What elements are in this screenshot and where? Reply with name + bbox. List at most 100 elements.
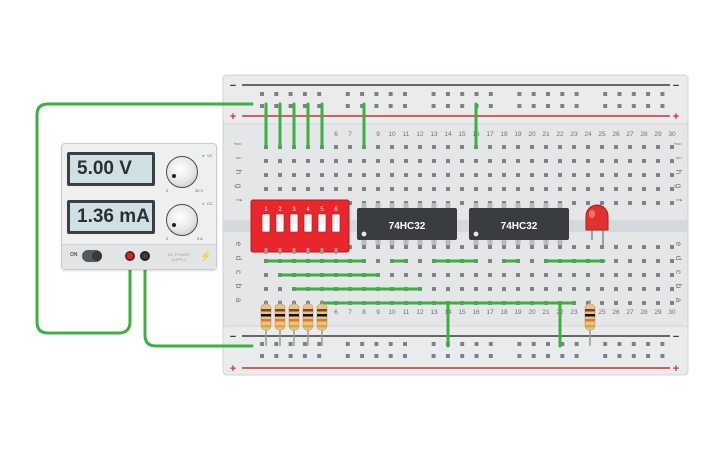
hole[interactable] bbox=[544, 187, 548, 191]
hole[interactable] bbox=[642, 259, 646, 263]
hole[interactable] bbox=[445, 104, 450, 108]
hole[interactable] bbox=[544, 245, 548, 249]
hole[interactable] bbox=[546, 92, 550, 96]
hole[interactable] bbox=[628, 301, 632, 305]
hole[interactable] bbox=[446, 287, 450, 291]
hole[interactable] bbox=[670, 259, 674, 263]
hole[interactable] bbox=[474, 159, 478, 163]
wires[interactable] bbox=[35, 102, 606, 348]
power-switch[interactable] bbox=[82, 250, 102, 262]
hole[interactable] bbox=[334, 145, 338, 149]
hole[interactable] bbox=[302, 354, 307, 358]
hole[interactable] bbox=[502, 173, 506, 177]
hole[interactable] bbox=[360, 354, 365, 358]
hole[interactable] bbox=[432, 187, 436, 191]
hole[interactable] bbox=[530, 187, 534, 191]
hole[interactable] bbox=[488, 145, 492, 149]
hole[interactable] bbox=[260, 104, 264, 108]
hole[interactable] bbox=[302, 104, 307, 108]
hole[interactable] bbox=[302, 342, 307, 346]
chip-74hc32[interactable]: 74HC32 bbox=[357, 203, 457, 245]
hole[interactable] bbox=[278, 159, 282, 163]
hole[interactable] bbox=[516, 145, 520, 149]
hole[interactable] bbox=[488, 104, 493, 108]
hole[interactable] bbox=[656, 145, 660, 149]
hole[interactable] bbox=[628, 287, 632, 291]
hole[interactable] bbox=[670, 201, 674, 205]
hole[interactable] bbox=[362, 187, 366, 191]
hole[interactable] bbox=[631, 354, 636, 358]
hole[interactable] bbox=[502, 159, 506, 163]
resistors[interactable] bbox=[260, 300, 596, 346]
wire-psu-positive[interactable] bbox=[35, 102, 254, 335]
hole[interactable] bbox=[274, 92, 279, 96]
hole[interactable] bbox=[600, 187, 604, 191]
hole[interactable] bbox=[516, 245, 520, 249]
hole[interactable] bbox=[531, 92, 536, 96]
hole[interactable] bbox=[646, 92, 651, 96]
hole[interactable] bbox=[390, 273, 394, 277]
hole[interactable] bbox=[642, 273, 646, 277]
hole[interactable] bbox=[614, 273, 618, 277]
hole[interactable] bbox=[446, 245, 450, 249]
hole[interactable] bbox=[603, 104, 608, 108]
hole[interactable] bbox=[600, 273, 604, 277]
hole[interactable] bbox=[586, 187, 590, 191]
hole[interactable] bbox=[334, 173, 338, 177]
hole[interactable] bbox=[600, 301, 604, 305]
hole[interactable] bbox=[530, 173, 534, 177]
dip-switch-lever[interactable] bbox=[291, 224, 297, 231]
hole[interactable] bbox=[502, 287, 506, 291]
hole[interactable] bbox=[403, 354, 407, 358]
hole[interactable] bbox=[306, 173, 310, 177]
hole[interactable] bbox=[320, 159, 324, 163]
hole[interactable] bbox=[614, 259, 618, 263]
hole[interactable] bbox=[572, 245, 576, 249]
hole[interactable] bbox=[488, 342, 493, 346]
hole[interactable] bbox=[646, 354, 651, 358]
voltage-knob[interactable] bbox=[166, 156, 198, 188]
hole[interactable] bbox=[516, 187, 520, 191]
hole[interactable] bbox=[474, 273, 478, 277]
hole[interactable] bbox=[614, 245, 618, 249]
hole[interactable] bbox=[292, 159, 296, 163]
hole[interactable] bbox=[574, 104, 579, 108]
dip-switch-lever[interactable] bbox=[333, 224, 339, 231]
hole[interactable] bbox=[603, 92, 608, 96]
hole[interactable] bbox=[388, 342, 393, 346]
hole[interactable] bbox=[670, 187, 674, 191]
hole[interactable] bbox=[670, 145, 674, 149]
hole[interactable] bbox=[670, 287, 674, 291]
hole[interactable] bbox=[446, 273, 450, 277]
hole[interactable] bbox=[460, 145, 464, 149]
hole[interactable] bbox=[656, 159, 660, 163]
hole[interactable] bbox=[432, 273, 436, 277]
hole[interactable] bbox=[431, 342, 436, 346]
resistor[interactable] bbox=[260, 300, 272, 346]
hole[interactable] bbox=[362, 173, 366, 177]
hole[interactable] bbox=[600, 201, 604, 205]
hole[interactable] bbox=[445, 354, 450, 358]
hole[interactable] bbox=[348, 159, 352, 163]
hole[interactable] bbox=[670, 159, 674, 163]
hole[interactable] bbox=[628, 273, 632, 277]
hole[interactable] bbox=[317, 354, 322, 358]
resistor[interactable] bbox=[316, 300, 328, 346]
hole[interactable] bbox=[418, 187, 422, 191]
hole[interactable] bbox=[317, 92, 322, 96]
hole[interactable] bbox=[574, 342, 579, 346]
hole[interactable] bbox=[488, 159, 492, 163]
hole[interactable] bbox=[345, 342, 350, 346]
hole[interactable] bbox=[345, 92, 350, 96]
hole[interactable] bbox=[628, 187, 632, 191]
hole[interactable] bbox=[431, 104, 436, 108]
hole[interactable] bbox=[278, 287, 282, 291]
hole[interactable] bbox=[600, 159, 604, 163]
hole[interactable] bbox=[460, 245, 464, 249]
hole[interactable] bbox=[474, 354, 479, 358]
hole[interactable] bbox=[460, 104, 465, 108]
hole[interactable] bbox=[670, 173, 674, 177]
hole[interactable] bbox=[642, 301, 646, 305]
hole[interactable] bbox=[390, 245, 394, 249]
